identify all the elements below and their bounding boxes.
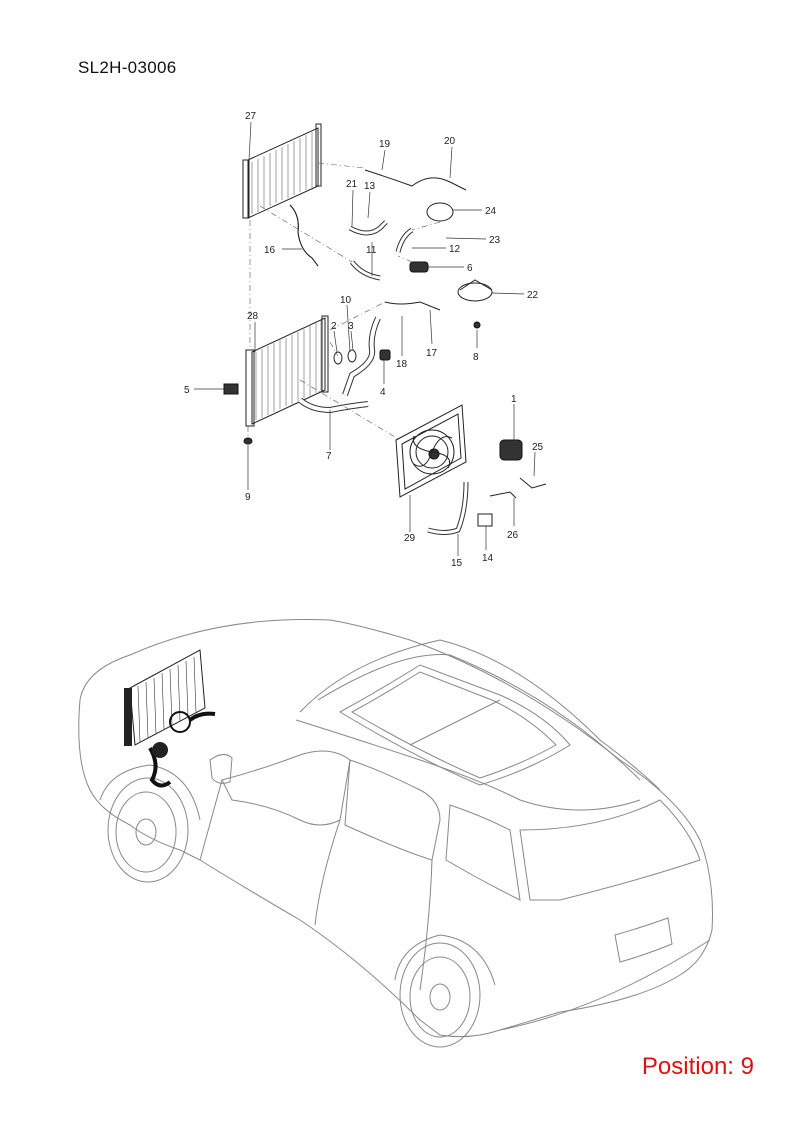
callout-labels: 27 19 20 21 13 24 23 16 12 11 6 22 10 28…: [184, 111, 544, 569]
leader-lines: [194, 121, 536, 556]
callout-25: 25: [532, 442, 544, 453]
callout-16: 16: [264, 245, 276, 256]
callout-6: 6: [467, 263, 473, 274]
vehicle-outline: [78, 618, 713, 1048]
installed-module-highlight: [124, 649, 216, 788]
callout-10: 10: [340, 295, 352, 306]
callout-19: 19: [379, 139, 391, 150]
callout-2: 2: [331, 321, 337, 332]
callout-14: 14: [482, 553, 494, 564]
callout-7: 7: [326, 451, 332, 462]
callout-9: 9: [245, 492, 251, 503]
assembly-guide-lines: [247, 162, 441, 441]
callout-24: 24: [485, 206, 497, 217]
callout-26: 26: [507, 530, 519, 541]
callout-15: 15: [451, 558, 463, 569]
condenser-part: [242, 123, 322, 219]
fan-assembly-part: [395, 404, 467, 498]
callout-27: 27: [245, 111, 257, 122]
callout-8: 8: [473, 352, 479, 363]
callout-28: 28: [247, 311, 259, 322]
callout-4: 4: [380, 387, 386, 398]
callout-18: 18: [396, 359, 408, 370]
callout-12: 12: [449, 244, 461, 255]
radiator-part: [245, 315, 329, 427]
callout-21: 21: [346, 179, 358, 190]
callout-11: 11: [366, 245, 377, 256]
callout-22: 22: [527, 290, 539, 301]
callout-1: 1: [511, 394, 517, 405]
page-code: SL2H-03006: [78, 58, 177, 77]
callout-5: 5: [184, 385, 190, 396]
position-label: Position: 9: [641, 1053, 754, 1080]
callout-13: 13: [364, 181, 376, 192]
callout-3: 3: [348, 321, 354, 332]
small-components: [223, 202, 523, 527]
callout-17: 17: [426, 348, 438, 359]
callout-23: 23: [489, 235, 501, 246]
callout-29: 29: [404, 533, 416, 544]
callout-20: 20: [444, 136, 456, 147]
coolant-hoses: [289, 169, 547, 535]
